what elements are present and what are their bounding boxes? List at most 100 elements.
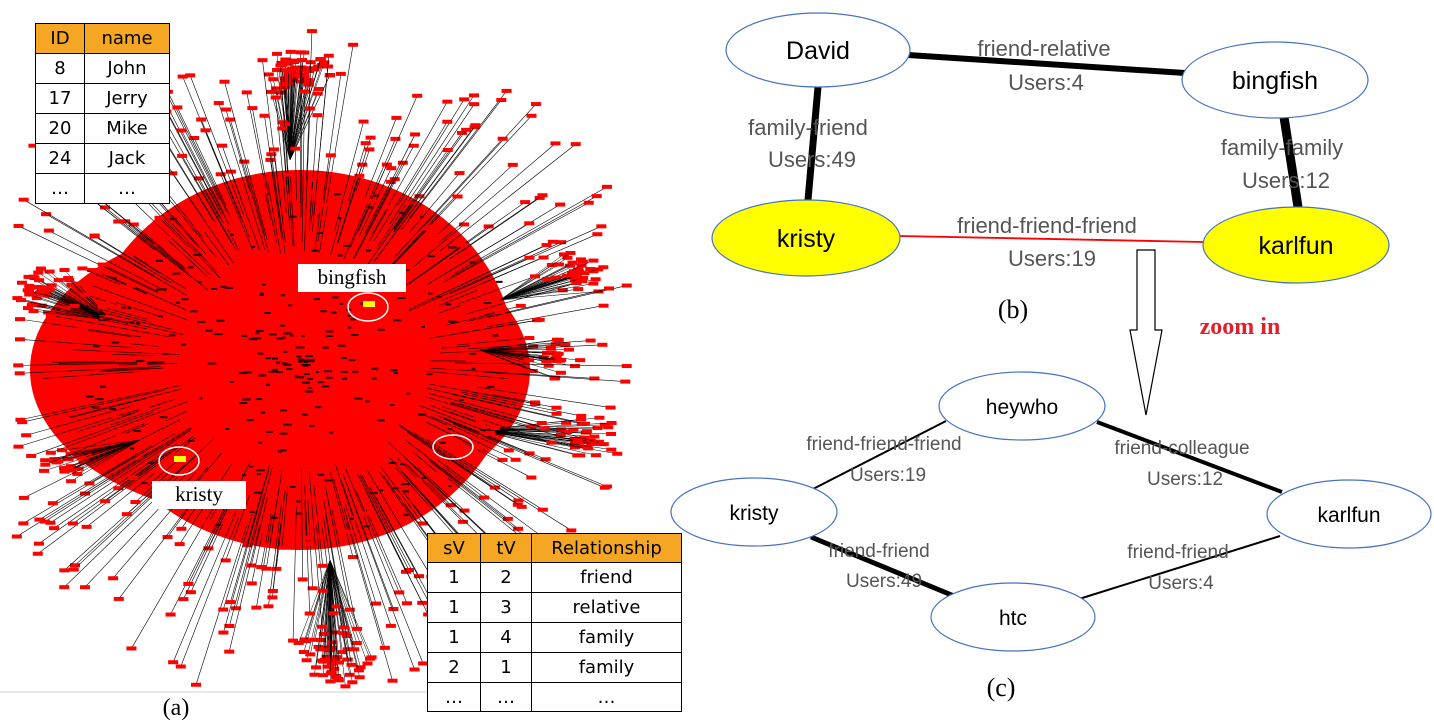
network-edge <box>411 115 532 243</box>
network-node <box>562 273 573 278</box>
network-edge <box>131 504 216 649</box>
network-edge-cluster <box>134 429 141 432</box>
network-node <box>325 671 336 676</box>
network-node <box>577 259 588 264</box>
network-edge <box>276 490 286 569</box>
network-edge <box>71 284 111 321</box>
network-edge <box>479 429 585 439</box>
network-edge <box>93 367 164 373</box>
network-edge-cluster <box>275 371 283 374</box>
network-edge <box>26 406 131 436</box>
network-node <box>568 269 579 274</box>
network-edge-cluster <box>257 352 264 355</box>
node-karlfun-label: karlfun <box>1258 232 1333 260</box>
network-edge <box>477 386 611 408</box>
network-node <box>219 79 230 84</box>
table-cell: Mike <box>84 113 170 144</box>
network-node <box>296 65 307 70</box>
network-node <box>599 422 610 427</box>
network-edge <box>404 463 464 523</box>
network-edge-cluster <box>238 372 247 375</box>
network-edge-cluster <box>301 363 309 366</box>
network-edge <box>221 145 242 201</box>
network-edge <box>264 190 271 220</box>
network-node <box>585 267 596 272</box>
network-edge <box>102 306 147 320</box>
network-node <box>442 99 453 104</box>
network-node <box>331 675 342 680</box>
network-node <box>193 176 204 181</box>
network-edge-cluster <box>279 432 288 435</box>
network-node <box>364 147 375 152</box>
network-edge <box>265 469 283 569</box>
network-edge <box>337 175 360 245</box>
network-edge <box>487 285 627 318</box>
network-node <box>100 205 111 210</box>
network-edge-cluster <box>157 315 163 318</box>
network-edge-cluster <box>294 375 299 378</box>
network-node <box>590 277 601 282</box>
network-edge <box>303 559 331 653</box>
network-edge <box>348 143 366 202</box>
network-node <box>280 122 291 127</box>
network-edge-cluster <box>288 304 293 307</box>
network-edge <box>324 559 331 660</box>
network-edge <box>49 289 111 321</box>
network-edge-cluster <box>315 371 319 374</box>
network-node <box>113 219 124 224</box>
network-edge <box>102 264 158 292</box>
network-node <box>580 440 591 445</box>
network-node <box>569 278 580 283</box>
network-node <box>84 481 95 486</box>
network-node <box>516 504 527 509</box>
network-edge-cluster <box>262 283 266 286</box>
network-edge-cluster <box>127 307 131 310</box>
network-node <box>567 260 578 265</box>
network-edge <box>45 439 141 461</box>
network-edge-cluster <box>347 326 352 329</box>
network-edge-cluster <box>365 249 372 252</box>
network-edge <box>499 283 594 301</box>
network-node <box>420 226 431 231</box>
edge-label-users: Users:19 <box>850 465 926 486</box>
network-edge-cluster <box>147 461 156 464</box>
network-edge-cluster <box>260 292 264 295</box>
network-edge <box>329 559 337 678</box>
network-node <box>174 542 185 547</box>
network-node <box>596 224 607 229</box>
kristy-highlight-circle <box>158 446 200 476</box>
network-node <box>459 508 470 513</box>
network-edge <box>224 81 268 240</box>
table-cell: … <box>427 682 481 712</box>
network-node <box>461 127 472 132</box>
network-edge-cluster <box>92 406 100 409</box>
network-node <box>536 420 547 425</box>
network-node <box>241 90 252 95</box>
network-edge <box>198 178 224 224</box>
network-edge <box>284 124 293 246</box>
table-cell: 3 <box>480 592 532 623</box>
network-node <box>329 666 340 671</box>
network-edge <box>223 510 258 633</box>
network-node <box>59 466 70 471</box>
network-node <box>165 219 176 224</box>
network-edge <box>289 70 302 161</box>
network-node <box>220 107 231 112</box>
table-cell: 20 <box>35 113 85 144</box>
network-node <box>265 157 276 162</box>
network-edge <box>368 206 390 242</box>
network-edge <box>429 405 481 424</box>
network-node <box>538 255 549 260</box>
network-node <box>315 57 326 62</box>
network-node <box>11 534 22 539</box>
network-edge-cluster <box>253 491 262 494</box>
network-node <box>267 595 278 600</box>
network-node <box>598 442 609 447</box>
network-node <box>555 358 566 363</box>
network-node <box>598 265 609 270</box>
network-edge-cluster <box>283 350 288 353</box>
network-edge <box>375 496 420 577</box>
network-node <box>606 431 617 436</box>
network-node <box>526 113 537 118</box>
network-node <box>325 153 336 158</box>
